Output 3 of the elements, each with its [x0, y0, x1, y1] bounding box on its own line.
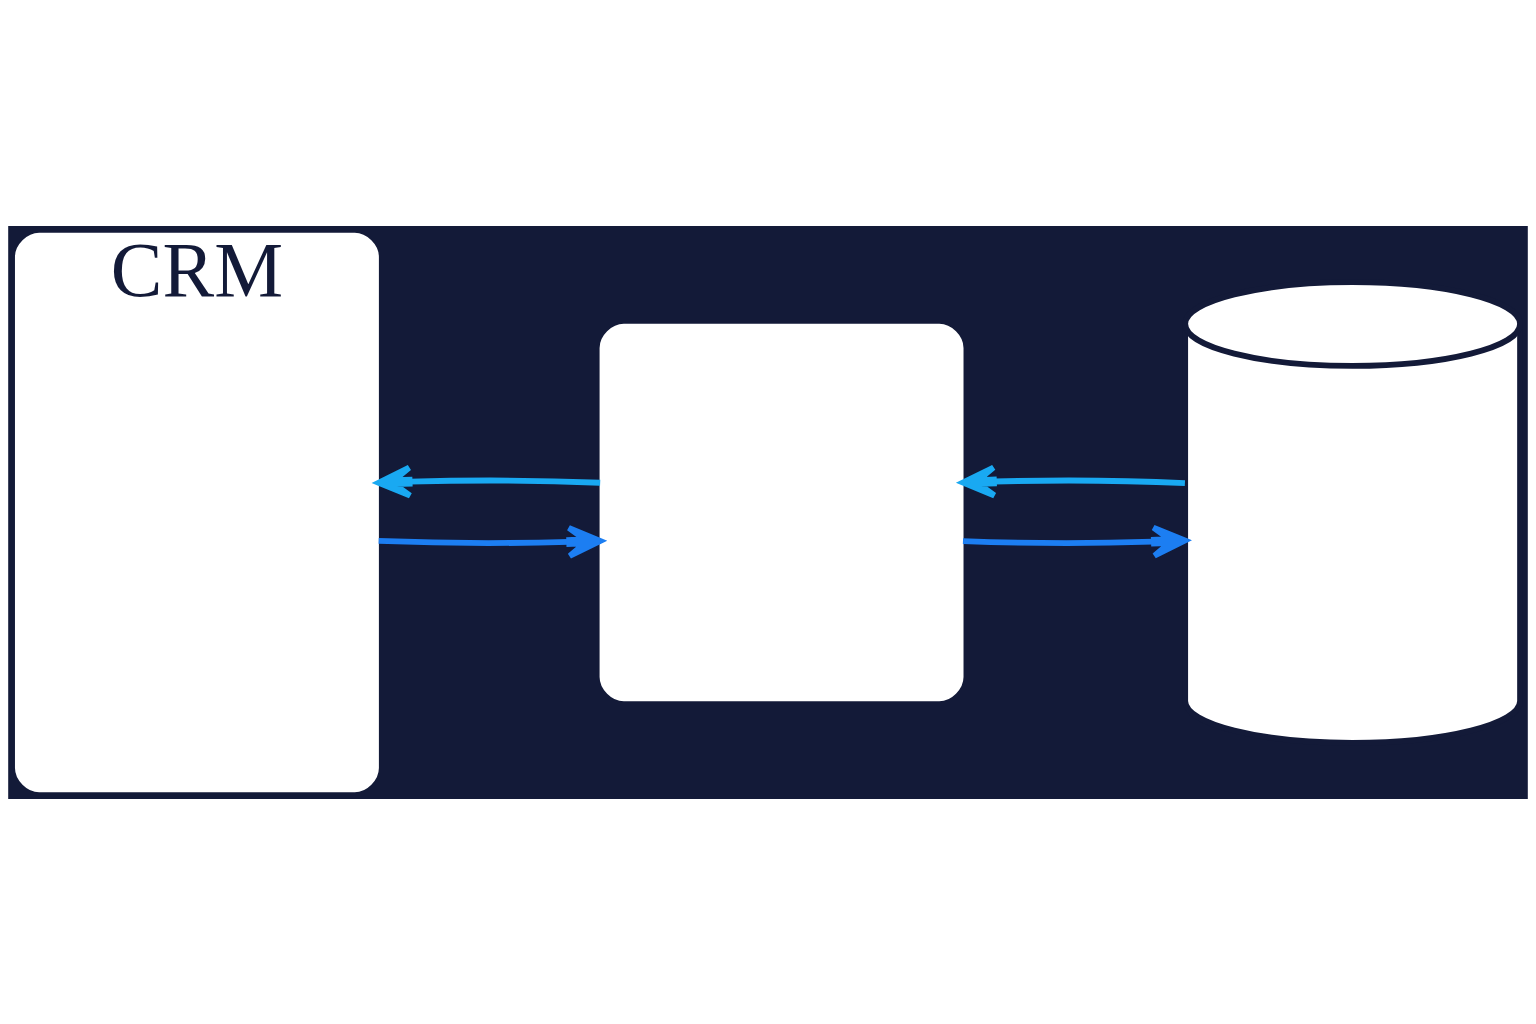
arrow	[378, 524, 604, 559]
node-box: CRM	[14, 232, 379, 792]
node-box	[599, 323, 964, 701]
